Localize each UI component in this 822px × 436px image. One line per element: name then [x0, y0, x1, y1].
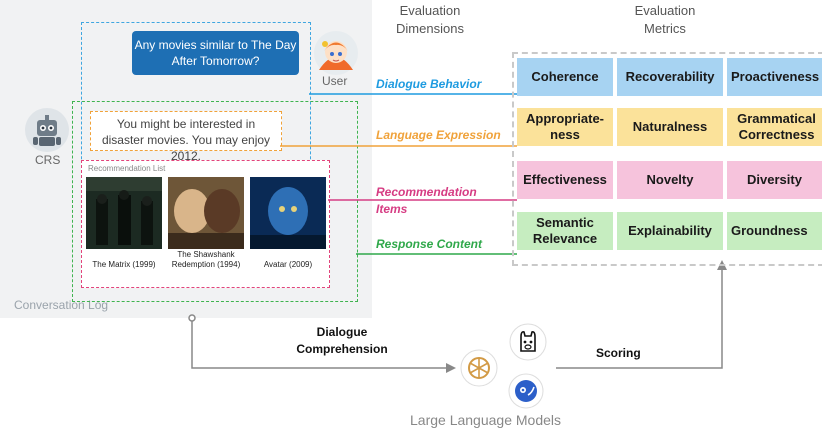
llm-label: Large Language Models: [410, 412, 562, 428]
dimension-label-1: Dialogue Behavior: [376, 77, 482, 91]
scoring-label: Scoring: [596, 346, 641, 360]
metric-cell-1-1: Coherence: [517, 58, 613, 96]
user-message-text: Any movies similar to The Day After Tomo…: [134, 38, 297, 68]
movie-poster-avatar: [250, 177, 326, 249]
metric-cell-3-1: Effectiveness: [517, 161, 613, 199]
recommendation-list-title: Recommendation List: [88, 164, 166, 173]
llama-icon: [509, 323, 547, 361]
metric-cell-4-2: Explainability: [617, 212, 723, 250]
movie-poster-matrix: [86, 177, 162, 249]
response-content-box: [72, 101, 358, 302]
metric-cell-4-3: Groundness: [727, 212, 822, 250]
metric-cell-1-2: Recoverability: [617, 58, 723, 96]
dialogue-comprehension-label: Dialogue Comprehension: [296, 325, 388, 356]
movie-title-1: The Matrix (1999): [92, 260, 156, 269]
metric-cell-3-2: Novelty: [617, 161, 723, 199]
dimension-label-2: Language Expression: [376, 128, 501, 142]
movie-title-2: The Shawshank Redemption (1994): [171, 250, 241, 269]
metric-cell-2-2: Naturalness: [617, 108, 723, 146]
language-expression-box: [90, 111, 282, 151]
claude-icon: [508, 373, 544, 409]
metric-cell-3-3: Diversity: [727, 161, 822, 199]
crs-label: CRS: [35, 153, 61, 167]
evaluation-metrics-header: Evaluation Metrics: [634, 3, 696, 36]
metric-cell-2-3: Grammatical Correctness: [727, 108, 822, 146]
user-avatar-icon: [314, 31, 358, 75]
user-label: User: [322, 74, 348, 88]
user-message-bubble: Any movies similar to The Day After Tomo…: [132, 31, 299, 75]
dimension-label-4: Response Content: [376, 237, 483, 251]
movie-title-3: Avatar (2009): [263, 260, 313, 269]
robot-icon: [25, 108, 69, 152]
metrics-frame: [512, 52, 822, 266]
evaluation-dimensions-header: Evaluation Dimensions: [396, 3, 464, 36]
openai-icon: [460, 349, 498, 387]
dimension-label-3: Recommendation Items: [376, 185, 477, 216]
metric-cell-1-3: Proactiveness: [727, 58, 822, 96]
metric-cell-4-1: Semantic Relevance: [517, 212, 613, 250]
crs-reply-text: You might be interested in disaster movi…: [101, 117, 271, 163]
movie-poster-shawshank: [168, 177, 244, 249]
metric-cell-2-1: Appropriate-ness: [517, 108, 613, 146]
